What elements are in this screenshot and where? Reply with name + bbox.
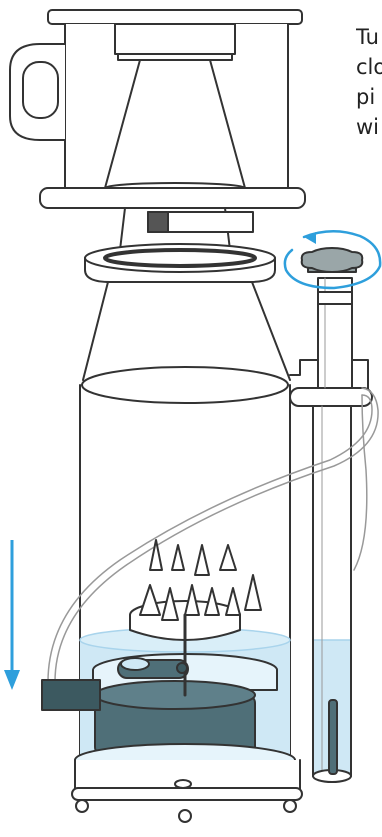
cup-lid (48, 10, 302, 24)
needle-wheel-diffuser (130, 540, 261, 640)
tube-bracket (290, 388, 372, 406)
body-top-opening (82, 367, 288, 403)
down-arrow-icon (4, 540, 20, 690)
riser-tube (290, 278, 372, 782)
cup-flange (40, 188, 305, 208)
gasket-ring (85, 244, 275, 282)
drain-pipe (329, 700, 337, 774)
base-foot-center (179, 810, 191, 822)
skimmer-neck (83, 282, 290, 380)
pump-inlet (42, 680, 100, 710)
cup-inner-top (115, 24, 235, 54)
base-foot-right (284, 800, 296, 812)
base-foot-left (76, 800, 88, 812)
collection-cup (10, 10, 305, 208)
skimmer-base (72, 744, 302, 822)
cup-handle-grip (23, 62, 58, 118)
knob-top[interactable] (302, 248, 363, 272)
adjustment-knob[interactable] (302, 248, 363, 272)
